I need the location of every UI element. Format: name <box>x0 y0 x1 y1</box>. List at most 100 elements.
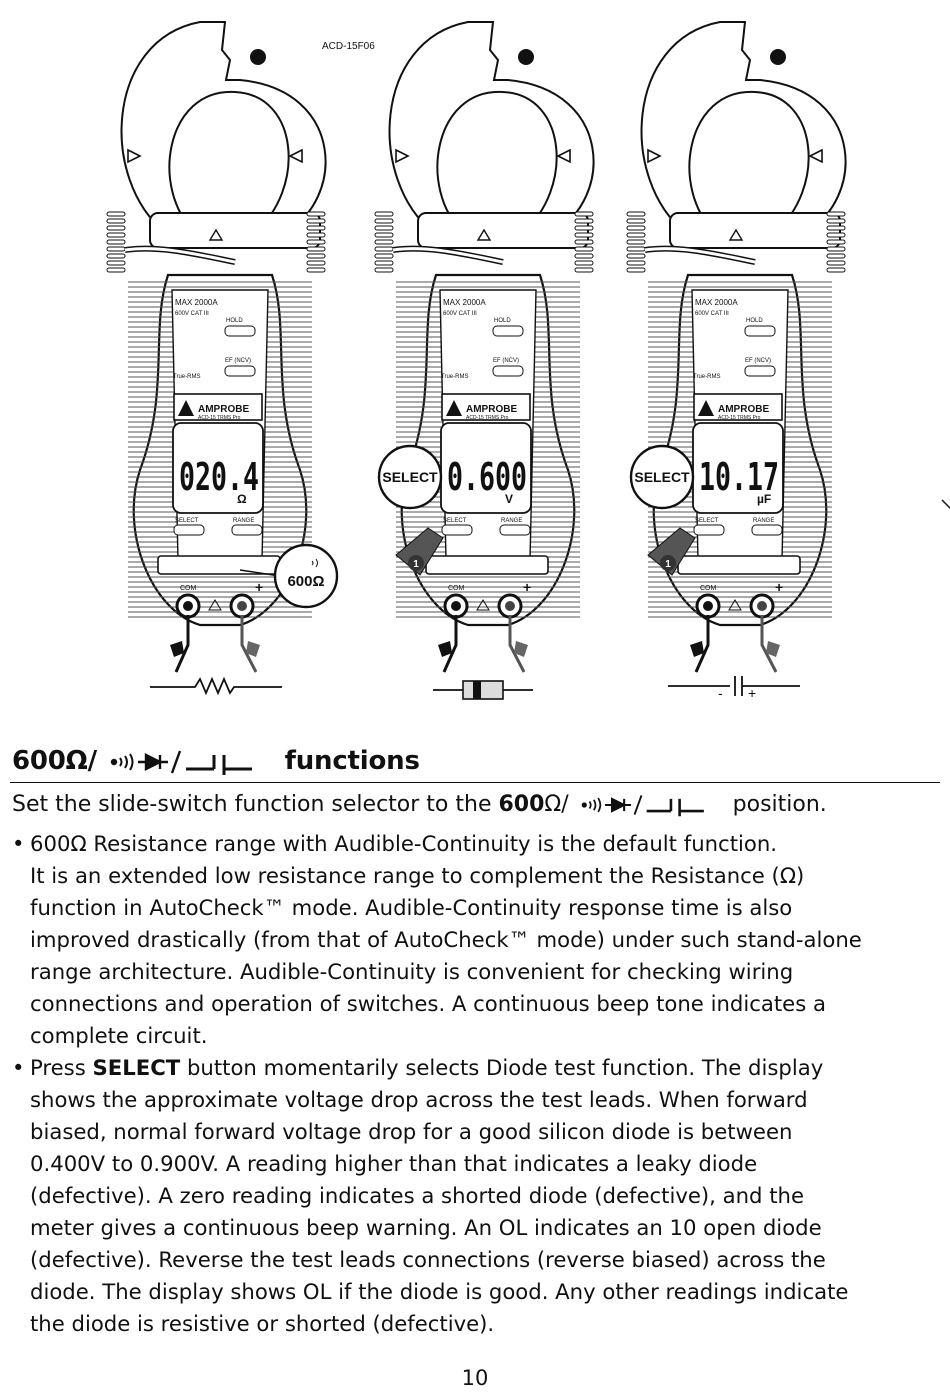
select-button <box>173 524 205 536</box>
text-line: shows the approximate voltage drop acros… <box>30 1087 808 1112</box>
heading-prefix: 600Ω/ <box>12 746 97 776</box>
grip-rib <box>306 267 326 273</box>
beep-icon <box>311 558 318 568</box>
heading-suffix: functions <box>284 746 420 776</box>
jaw-marker-dot <box>518 49 534 65</box>
com-probe <box>690 641 704 657</box>
intro-bold: 600 <box>498 792 545 817</box>
text-line: Press SELECT button momentarily selects … <box>30 1052 942 1084</box>
jaw-base <box>669 212 841 249</box>
select-button <box>693 524 725 536</box>
slide-switch <box>157 555 281 575</box>
com-probe <box>170 641 184 657</box>
grip-rib <box>826 253 846 259</box>
cat-label: 600V CAT III <box>175 311 209 317</box>
intro-text-after: position. <box>725 792 827 817</box>
hold-button <box>224 325 256 337</box>
com-probe <box>438 641 452 657</box>
grip-rib <box>826 232 846 238</box>
callout-label: SELECT <box>382 469 438 485</box>
jaw-marker-dot <box>770 49 786 65</box>
brand-logo-icon <box>446 400 462 416</box>
lcd-reading: 0.600 <box>447 455 527 499</box>
ef-button <box>744 365 776 377</box>
capacitor-icon <box>668 676 800 696</box>
center-arrow <box>728 228 744 241</box>
grip-rib <box>306 225 326 231</box>
range-label: RANGE <box>501 518 522 524</box>
text-line: the diode is resistive or shorted (defec… <box>30 1311 495 1336</box>
jaw-arrow-left <box>395 148 410 164</box>
lcd-display <box>172 422 264 514</box>
model-label: ACD-15 TRMS Pro <box>198 415 241 421</box>
grip-rib <box>626 211 646 217</box>
jaw-arrow-right <box>288 148 303 164</box>
text-line: (defective). Reverse the test leads conn… <box>30 1247 826 1272</box>
lcd-unit: µF <box>757 492 771 506</box>
grip-rib <box>106 218 126 224</box>
grip-rib <box>306 239 326 245</box>
warning-icon <box>728 599 742 611</box>
plus-lead <box>760 615 778 673</box>
grip-rib <box>306 253 326 259</box>
model-label: ACD-15 TRMS Pro <box>718 415 761 421</box>
grip-rib <box>574 211 594 217</box>
intro-text-before: Set the slide-switch function selector t… <box>12 792 499 817</box>
jaw-marker-dot <box>250 49 266 65</box>
warning-icon <box>476 599 490 611</box>
bullet-list: 600Ω Resistance range with Audible-Conti… <box>12 828 942 1340</box>
jaw-base <box>149 212 321 249</box>
plus-probe <box>514 641 528 657</box>
text-line: 600Ω Resistance range with Audible-Conti… <box>30 831 778 856</box>
cat-label: 600V CAT III <box>443 311 477 317</box>
grip-rib <box>374 218 394 224</box>
ef-label: EF (NCV) <box>225 358 251 364</box>
grip-rib <box>106 267 126 273</box>
range-label: RANGE <box>233 518 254 524</box>
text-before: Press <box>30 1055 93 1080</box>
grip-rib <box>306 260 326 266</box>
brand-label: AMPROBE <box>718 404 769 415</box>
grip-rib <box>106 246 126 252</box>
com-lead <box>174 615 190 673</box>
grip-rib <box>826 211 846 217</box>
grip-rib <box>106 239 126 245</box>
callout-label: SELECT <box>634 469 690 485</box>
ef-label: EF (NCV) <box>493 358 519 364</box>
grip-rib <box>574 225 594 231</box>
grip-rib <box>106 211 126 217</box>
grip-rib <box>106 232 126 238</box>
plus-lead <box>508 615 526 673</box>
text-line: It is an extended low resistance range t… <box>30 863 805 888</box>
grip-rib <box>626 246 646 252</box>
clamp-jaw <box>388 21 595 233</box>
com-label: COM <box>448 585 465 592</box>
callout-line <box>941 499 950 510</box>
minus-sign: - <box>718 685 723 701</box>
grip-rib <box>374 225 394 231</box>
wrist-strap-inner <box>124 247 236 264</box>
plus-probe <box>766 641 780 657</box>
grip-rib <box>574 218 594 224</box>
text-line: improved drastically (from that of AutoC… <box>30 927 862 952</box>
plus-label: + <box>775 579 783 595</box>
slide-switch <box>677 555 801 575</box>
grip-rib <box>106 253 126 259</box>
com-jack-core <box>451 601 461 611</box>
jaw-arrow-left <box>647 148 662 164</box>
select-label: SELECT <box>175 518 199 524</box>
lcd-reading: 020.4 <box>179 455 259 499</box>
heading-rule <box>10 782 940 783</box>
bullet-resistance: 600Ω Resistance range with Audible-Conti… <box>12 828 942 1052</box>
grip-rib <box>826 246 846 252</box>
grip-rib <box>826 239 846 245</box>
hold-label: HOLD <box>494 318 511 324</box>
com-lead <box>442 615 458 673</box>
grip-rib <box>374 211 394 217</box>
step-badge <box>408 555 424 571</box>
select-keyword: SELECT <box>92 1055 181 1080</box>
callout-line <box>239 569 281 577</box>
lcd-display <box>692 422 784 514</box>
